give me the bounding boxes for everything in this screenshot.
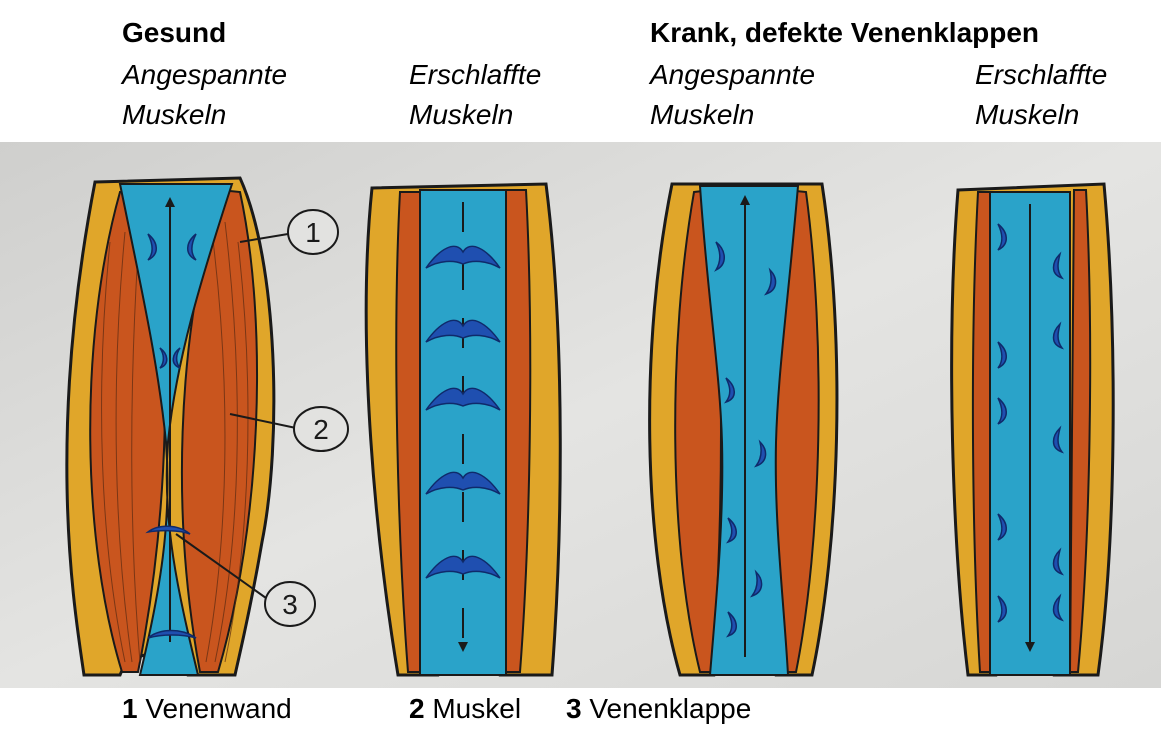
legend-label-1: Venenwand (145, 693, 291, 724)
callout-2-number: 2 (313, 414, 329, 445)
legend-item-2: 2 Muskel (409, 692, 521, 726)
col4-line1: Erschlaffte (975, 58, 1107, 92)
sick-title: Krank, defekte Venenklappen (650, 16, 1039, 50)
panel-sick-tensed (650, 184, 837, 675)
col1-line1: Angespannte (122, 58, 287, 92)
callout-1-number: 1 (305, 217, 321, 248)
legend-number-1: 1 (122, 693, 138, 724)
panel-sick-relaxed (952, 184, 1114, 675)
legend-item-1: 1 Venenwand (122, 692, 292, 726)
col3-line1: Angespannte (650, 58, 815, 92)
col2-line1: Erschlaffte (409, 58, 541, 92)
col4-line2: Muskeln (975, 98, 1079, 132)
legend-label-2: Muskel (432, 693, 521, 724)
panel-healthy-tensed (67, 178, 274, 675)
legend-number-2: 2 (409, 693, 425, 724)
panel-healthy-relaxed (366, 184, 560, 675)
legend-item-3: 3 Venenklappe (566, 692, 751, 726)
healthy-title: Gesund (122, 16, 226, 50)
legend-number-3: 3 (566, 693, 582, 724)
col3-line2: Muskeln (650, 98, 754, 132)
vein-valve-illustration: 1 2 3 (0, 142, 1161, 688)
col2-line2: Muskeln (409, 98, 513, 132)
legend-label-3: Venenklappe (589, 693, 751, 724)
callout-3-number: 3 (282, 589, 298, 620)
col1-line2: Muskeln (122, 98, 226, 132)
